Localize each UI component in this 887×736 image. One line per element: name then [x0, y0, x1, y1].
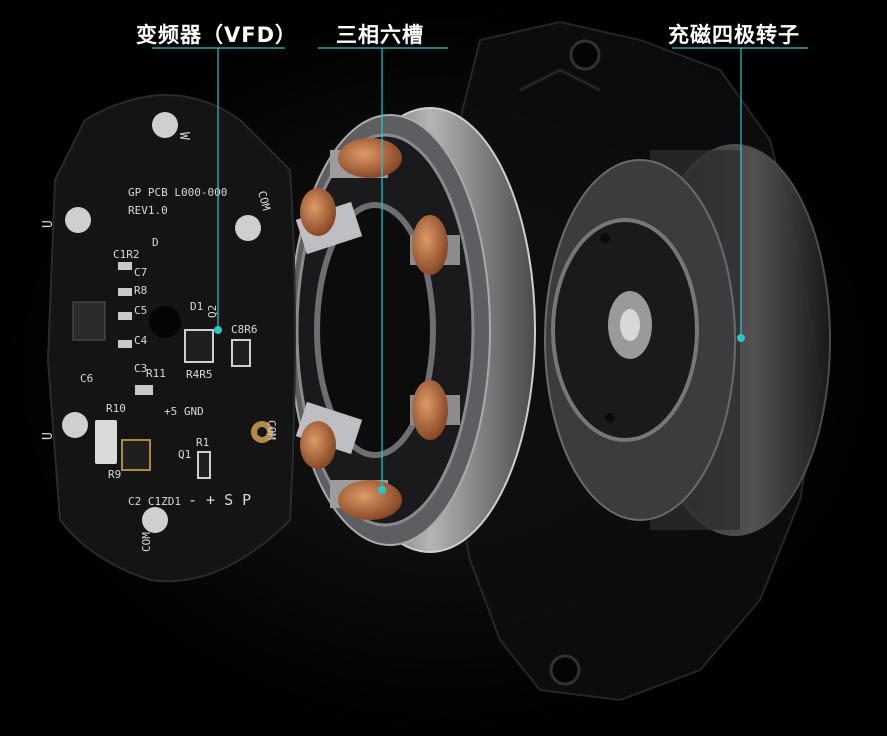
pcb-label-d: D: [152, 236, 159, 249]
callout-stator: 三相六槽: [336, 23, 424, 47]
pcb-label-d1: D1: [190, 300, 203, 313]
pcb-label-r2: C1R2: [113, 248, 140, 261]
pcb-label-r4r5: R4R5: [186, 368, 213, 381]
stator-leader-dot: [378, 486, 386, 494]
vfd-leader-dot: [214, 326, 222, 334]
pcb-label-c8r6: C8R6: [231, 323, 258, 336]
pcb-label-c5: C5: [134, 304, 147, 317]
pcb-label-c2: C2 C1ZD1: [128, 495, 181, 508]
pcb-label-q1: Q1: [178, 448, 191, 461]
pcb-label-c4: C4: [134, 334, 148, 347]
pcb-revision-label: REV1.0: [128, 204, 168, 217]
pad-label-com-right: COM: [265, 420, 278, 440]
pcb-label-c3: C3: [134, 362, 147, 375]
pcb-label-r11: R11: [146, 367, 166, 380]
pad-label-com-bottom: COM: [140, 532, 153, 552]
pcb-pin-labels: - + S P: [188, 491, 251, 509]
magnet-rotor: [544, 144, 831, 536]
pad-label-w: W: [176, 132, 191, 140]
three-phase-stator: [289, 107, 536, 553]
pad-label-v: U: [41, 432, 56, 440]
callout-rotor: 充磁四极转子: [668, 23, 800, 47]
pcb-model-label: GP PCB L000-000: [128, 186, 227, 199]
callout-leaders: [152, 47, 808, 490]
rotor-leader-dot: [737, 334, 745, 342]
pcb-power-label: +5 GND: [164, 405, 204, 418]
vfd-pcb-board: GP PCB L000-000 REV1.0 W COM U U COM COM…: [41, 94, 296, 583]
callout-vfd: 变频器（VFD）: [136, 23, 298, 47]
pcb-label-c7: C7: [134, 266, 147, 279]
pcb-label-r1: R1: [196, 436, 209, 449]
pcb-label-q2: Q2: [206, 305, 219, 318]
pcb-label-r8: R8: [134, 284, 147, 297]
pad-label-u: U: [41, 220, 56, 228]
pcb-label-r9: R9: [108, 468, 121, 481]
pcb-label-r10: R10: [106, 402, 126, 415]
pcb-label-c6: C6: [80, 372, 93, 385]
pad-label-com: COM: [255, 189, 273, 212]
